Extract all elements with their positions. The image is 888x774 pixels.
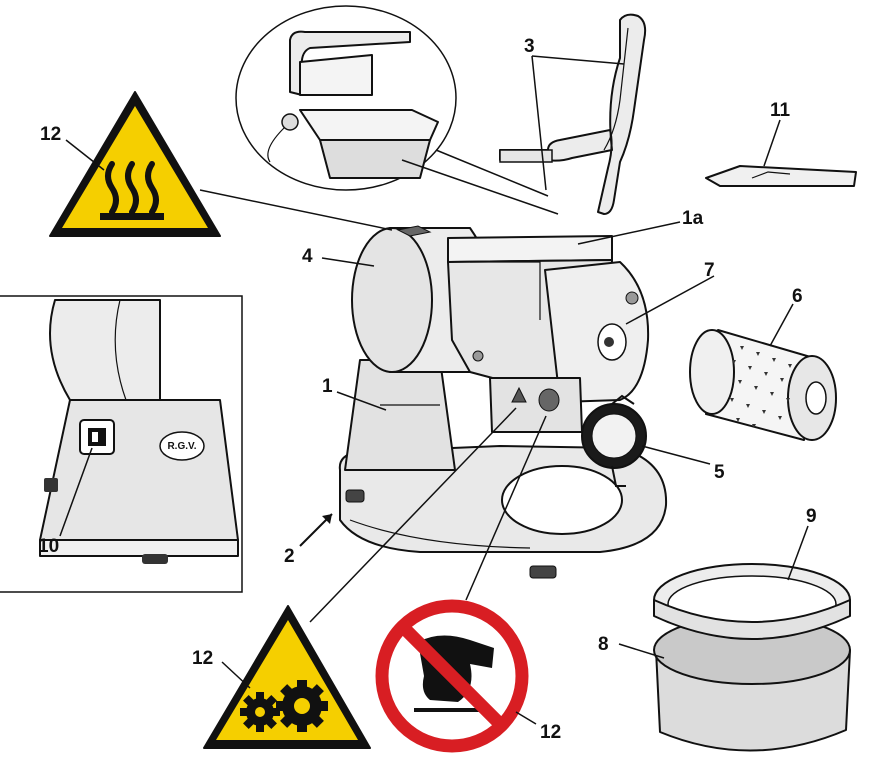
label-7: 7 [704,260,715,281]
plate-part-11 [705,165,857,187]
grater-machine-body [338,225,668,579]
label-10: 10 [38,536,59,557]
label-12-hot: 12 [40,124,61,145]
lid-part-9 [653,563,851,640]
part-number-labels: 12 3 11 1a 4 7 6 1 5 9 2 10 8 12 12 [38,36,817,743]
label-12-hand: 12 [540,722,561,743]
hopper-guard-part-3 [499,13,647,215]
label-8: 8 [598,634,609,655]
label-3: 3 [524,36,535,57]
label-1: 1 [322,376,333,397]
leader-lines [59,55,809,725]
grating-drum-part-6 [689,329,837,441]
no-hands-prohibition-icon [375,599,529,753]
label-6: 6 [792,286,803,307]
label-2: 2 [284,546,295,567]
label-4: 4 [302,246,313,267]
hopper-detail-inset [235,5,457,191]
badge-text: R.G.V. [167,441,196,452]
switch-detail-inset: R.G.V. [0,295,243,593]
label-1a: 1a [682,208,704,229]
label-12-gears: 12 [192,648,213,669]
moving-gears-warning-icon [203,605,371,749]
label-9: 9 [806,506,817,527]
label-5: 5 [714,462,725,483]
hot-surface-warning-icon [49,91,221,237]
label-11: 11 [770,100,791,121]
